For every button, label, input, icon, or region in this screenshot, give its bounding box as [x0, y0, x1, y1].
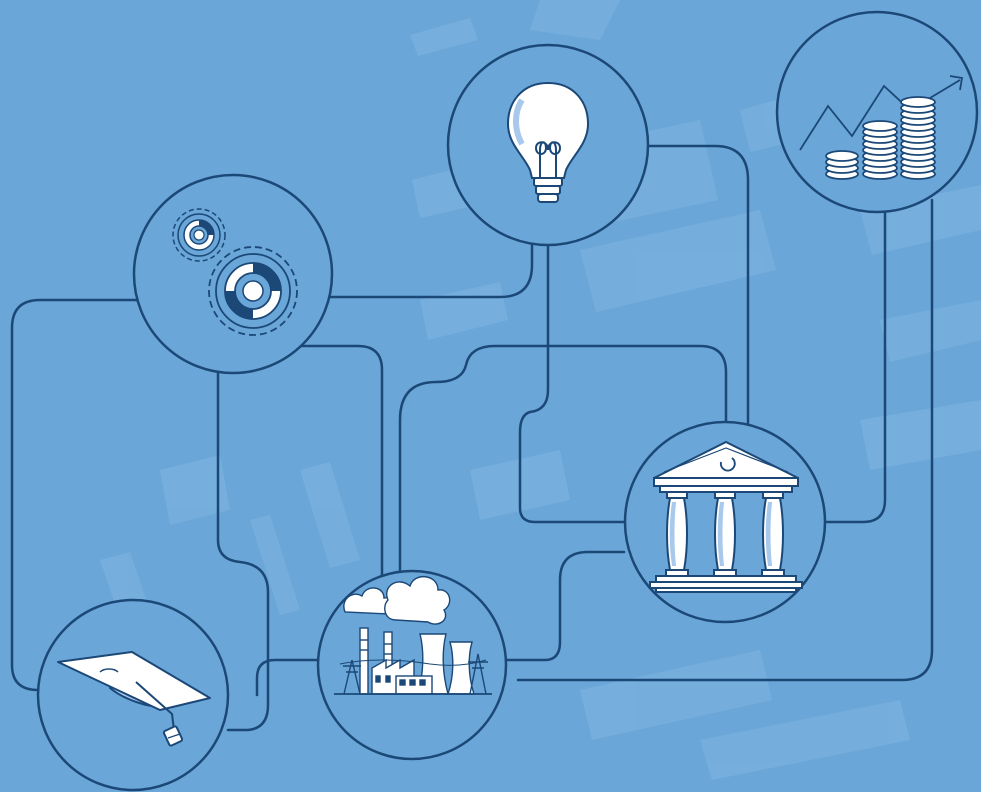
- bank-building-icon: [649, 440, 803, 593]
- graduation-cap-icon: [57, 651, 211, 747]
- rising-coins-chart-icon: [799, 75, 964, 180]
- lightbulb-icon: [506, 81, 590, 203]
- connector-lines: [10, 144, 934, 732]
- gears-icon: [172, 208, 298, 336]
- power-plant-icon: [334, 576, 492, 695]
